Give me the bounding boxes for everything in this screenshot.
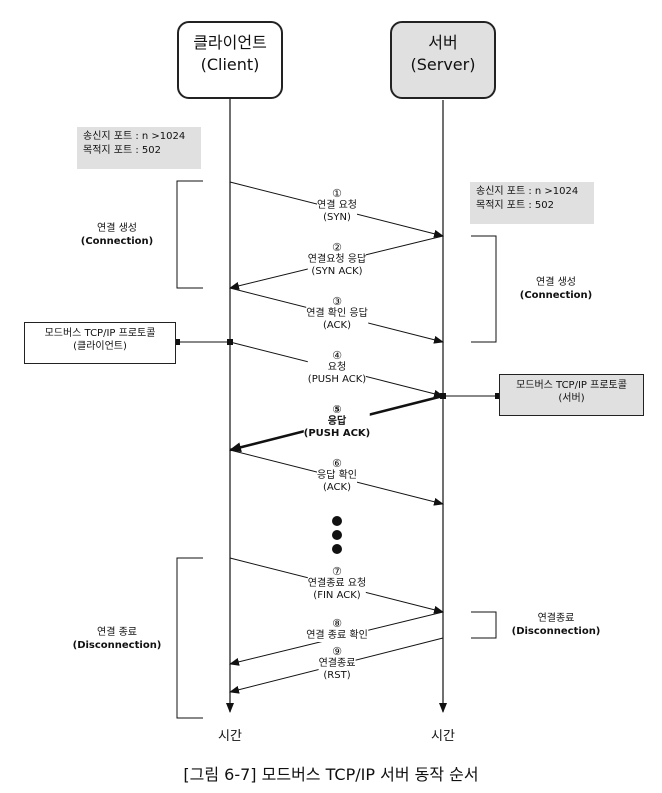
continuation-dot	[332, 544, 342, 554]
client-connection-bracket	[176, 180, 203, 289]
server-protocol-sub: (서버)	[558, 393, 585, 404]
msg-7-num: ⑦	[332, 565, 342, 578]
msg-4-label: ④ 요청 (PUSH ACK)	[307, 349, 367, 386]
client-connection-label: 연결 생성 (Connection)	[81, 222, 154, 248]
msg-2-num: ②	[332, 241, 342, 254]
msg-5-label: ⑤ 응답 (PUSH ACK)	[303, 403, 371, 440]
server-disconnection-label: 연결종료 (Disconnection)	[512, 612, 601, 638]
continuation-dot	[332, 516, 342, 526]
msg-7-text: 연결종료 요청	[307, 578, 367, 589]
server-node: 서버 (Server)	[390, 21, 496, 99]
msg-8-label: ⑧ 연결 종료 확인	[306, 618, 368, 642]
msg-2-sub: (SYN ACK)	[311, 266, 363, 277]
msg-7-sub: (FIN ACK)	[313, 590, 361, 601]
server-protocol-node	[495, 393, 501, 399]
msg-9-text: 연결종료	[318, 658, 356, 669]
client-node: 클라이언트 (Client)	[177, 21, 283, 99]
server-protocol-box: 모드버스 TCP/IP 프로토콜 (서버)	[499, 374, 644, 416]
server-port-note: 송신지 포트 : n >1024 목적지 포트 : 502	[470, 182, 594, 224]
server-connection-bracket	[471, 235, 497, 343]
msg-1-sub: (SYN)	[323, 212, 351, 223]
msg-1-text: 연결 요청	[317, 200, 357, 211]
msg-8-num: ⑧	[332, 617, 342, 630]
msg-1-num: ①	[332, 187, 342, 200]
client-connection-sub: (Connection)	[80, 236, 154, 247]
msg-5-text: 응답	[327, 416, 347, 427]
msg-8-text: 연결 종료 확인	[306, 630, 368, 641]
msg-9-label: ⑨ 연결종료 (RST)	[318, 645, 356, 682]
msg-6-num: ⑥	[332, 457, 342, 470]
msg-6-text: 응답 확인	[317, 470, 357, 481]
msg-7-label: ⑦ 연결종료 요청 (FIN ACK)	[307, 565, 367, 602]
client-port-src: 송신지 포트 : n >1024	[83, 131, 186, 142]
msg-2-label: ② 연결요청 응답 (SYN ACK)	[307, 241, 367, 278]
server-connection-title: 연결 생성	[536, 277, 576, 288]
client-protocol-box: 모드버스 TCP/IP 프로토콜 (클라이언트)	[24, 322, 176, 364]
server-port-dst: 목적지 포트 : 502	[476, 200, 554, 211]
msg-3-sub: (ACK)	[322, 320, 351, 331]
client-node-sub: (Client)	[200, 55, 260, 74]
client-time-label: 시간	[218, 729, 242, 744]
server-protocol-junction	[440, 393, 446, 399]
msg-6-label: ⑥ 응답 확인 (ACK)	[317, 458, 357, 494]
msg-4-num: ④	[332, 349, 342, 362]
server-node-name: 서버	[428, 33, 458, 52]
client-disconnection-sub: (Disconnection)	[72, 640, 162, 651]
client-protocol-title: 모드버스 TCP/IP 프로토콜	[44, 328, 156, 339]
server-protocol-title: 모드버스 TCP/IP 프로토콜	[516, 380, 627, 391]
msg-5-num: ⑤	[332, 403, 342, 416]
msg-2-text: 연결요청 응답	[307, 254, 367, 265]
msg-9-num: ⑨	[332, 645, 342, 658]
msg-4-text: 요청	[327, 362, 347, 373]
msg-3-text: 연결 확인 응답	[306, 308, 368, 319]
server-node-sub: (Server)	[410, 55, 476, 74]
server-disconnection-title: 연결종료	[537, 613, 575, 624]
msg-3-num: ③	[332, 295, 342, 308]
client-disconnection-bracket	[176, 557, 203, 719]
server-connection-label: 연결 생성 (Connection)	[520, 276, 593, 302]
server-disconnection-bracket	[471, 611, 497, 639]
client-port-dst: 목적지 포트 : 502	[83, 145, 161, 156]
msg-1-label: ① 연결 요청 (SYN)	[317, 188, 357, 224]
figure-caption: [그림 6-7] 모드버스 TCP/IP 서버 동작 순서	[183, 765, 479, 784]
client-protocol-sub: (클라이언트)	[73, 341, 127, 352]
server-port-src: 송신지 포트 : n >1024	[476, 186, 579, 197]
server-connection-sub: (Connection)	[519, 290, 593, 301]
msg-6-sub: (ACK)	[322, 482, 352, 493]
client-protocol-node	[174, 339, 180, 345]
msg-3-label: ③ 연결 확인 응답 (ACK)	[306, 296, 368, 332]
server-disconnection-sub: (Disconnection)	[511, 626, 601, 637]
client-port-note: 송신지 포트 : n >1024 목적지 포트 : 502	[77, 127, 201, 169]
client-protocol-junction	[227, 339, 233, 345]
server-time-label: 시간	[431, 729, 455, 744]
client-disconnection-label: 연결 종료 (Disconnection)	[73, 626, 162, 652]
msg-4-sub: (PUSH ACK)	[307, 374, 367, 385]
msg-9-sub: (RST)	[323, 670, 351, 681]
continuation-dot	[332, 530, 342, 540]
client-node-name: 클라이언트	[193, 33, 267, 52]
client-disconnection-title: 연결 종료	[97, 627, 137, 638]
client-connection-title: 연결 생성	[97, 223, 137, 234]
msg-5-sub: (PUSH ACK)	[303, 428, 371, 439]
